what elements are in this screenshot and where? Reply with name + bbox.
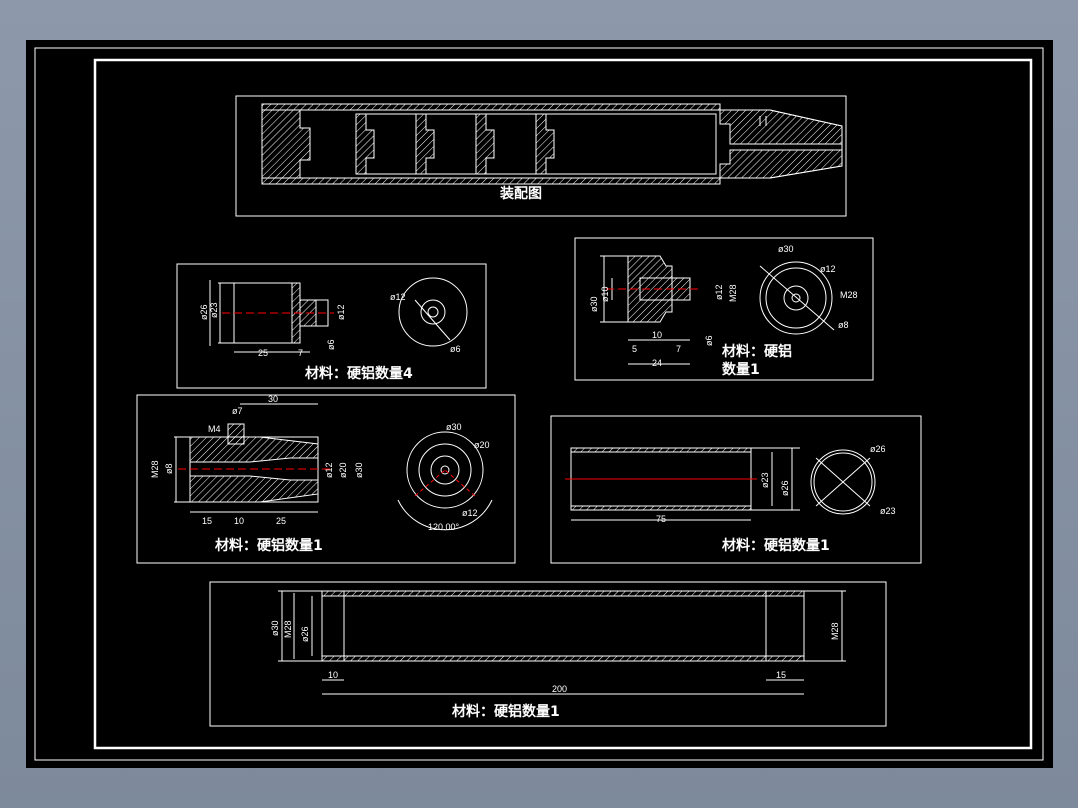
dimension-label: ø7 [232, 406, 243, 416]
part-tube-view: ø23 ø26 75 ø26 ø23 材料：硬铝数量1 [550, 415, 922, 564]
dimension-label: ø10 [600, 286, 610, 302]
dimension-label: ø26 [300, 626, 310, 642]
dimension-label: ø12 [390, 292, 406, 302]
dimension-label: ø30 [589, 296, 599, 312]
assembly-caption: 装配图 [499, 185, 542, 202]
dimension-label: M28 [830, 622, 840, 640]
inner-frame [93, 58, 1033, 750]
dimension-label: ø30 [778, 244, 794, 254]
part-nozzle-caption: 材料：硬铝数量1 [215, 537, 323, 554]
dimension-label: 10 [234, 516, 244, 526]
dimension-label: ø26 [780, 480, 790, 496]
dimension-label: ø23 [880, 506, 896, 516]
dimension-label: ø6 [450, 344, 461, 354]
dimension-label: 7 [676, 344, 681, 354]
part-nozzle-view: 30 ø7 M4 M28 ø8 ø12 ø20 ø30 15 10 25 ø30… [136, 394, 516, 564]
dimension-label: ø30 [446, 422, 462, 432]
part-cup-frame [176, 263, 487, 389]
part-cup-caption: 材料：硬铝数量4 [305, 365, 413, 382]
dimension-label: ø12 [462, 508, 478, 518]
dimension-label: ø8 [164, 463, 174, 474]
dimension-label: ø30 [270, 620, 280, 636]
part-nozzle-frame [136, 394, 516, 564]
part-top-right-caption-2: 数量1 [722, 361, 760, 378]
dimension-label: 25 [276, 516, 286, 526]
dimension-label: 75 [656, 514, 666, 524]
dimension-label: 30 [268, 394, 278, 404]
part-long-tube-frame [209, 581, 887, 727]
dimension-label: M28 [728, 284, 738, 302]
dimension-label: ø20 [474, 440, 490, 450]
dimension-label: ø20 [338, 462, 348, 478]
dimension-label: ø26 [199, 304, 209, 320]
part-long-tube-view: ø30 M28 ø26 M28 10 200 15 材料：硬铝数量1 [209, 581, 887, 727]
dimension-label: ø6 [704, 335, 714, 346]
dimension-label: ø12 [714, 284, 724, 300]
dimension-label: 120.00° [428, 522, 460, 532]
part-cup-view: ø26 ø23 25 7 ø12 ø6 ø12 ø6 材料：硬铝数量4 [176, 263, 487, 389]
dimension-label: ø30 [354, 462, 364, 478]
dimension-label: 15 [776, 670, 786, 680]
dimension-label: ø6 [326, 339, 336, 350]
part-top-right-frame [574, 237, 874, 381]
part-tube-caption: 材料：硬铝数量1 [722, 537, 830, 554]
dimension-label: 200 [552, 684, 567, 694]
dimension-label: M28 [150, 460, 160, 478]
dimension-label: 10 [328, 670, 338, 680]
dimension-label: ø23 [209, 302, 219, 318]
dimension-label: 7 [298, 348, 303, 358]
dimension-label: 10 [652, 330, 662, 340]
part-tube-frame [550, 415, 922, 564]
dimension-label: ø26 [870, 444, 886, 454]
dimension-label: 5 [632, 344, 637, 354]
dimension-label: ø12 [336, 304, 346, 320]
dimension-label: 15 [202, 516, 212, 526]
dimension-label: 25 [258, 348, 268, 358]
dimension-label: 24 [652, 358, 662, 368]
assembly-frame [235, 95, 847, 217]
dimension-label: ø23 [760, 472, 770, 488]
dimension-label: ø8 [838, 320, 849, 330]
assembly-view: 装配图 [235, 95, 847, 217]
dimension-label: M28 [840, 290, 858, 300]
part-top-right-view: ø30 ø10 ø12 M28 10 5 7 24 ø6 ø30 ø12 M28… [574, 237, 874, 381]
part-top-right-caption-1: 材料：硬铝 [722, 343, 792, 360]
part-long-tube-caption: 材料：硬铝数量1 [452, 703, 560, 720]
dimension-label: ø12 [820, 264, 836, 274]
outer-border [34, 47, 1044, 761]
dimension-label: M4 [208, 424, 221, 434]
dimension-label: M28 [283, 620, 293, 638]
dimension-label: ø12 [324, 462, 334, 478]
